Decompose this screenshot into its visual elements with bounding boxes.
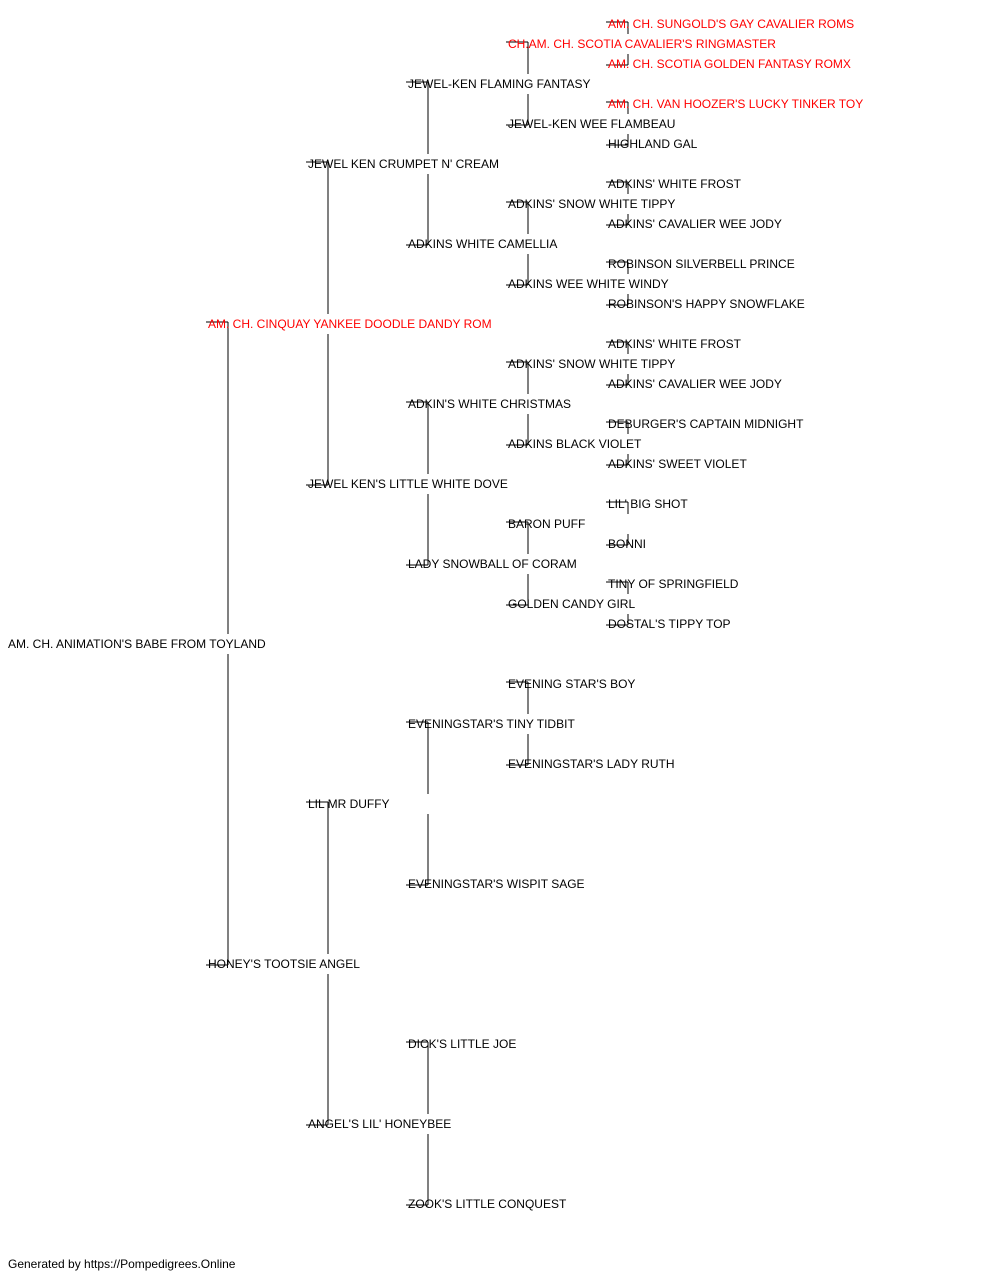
sire-sire: JEWEL KEN CRUMPET N' CREAM [308, 157, 499, 171]
dam-dam-dam: ZOOK'S LITTLE CONQUEST [408, 1197, 567, 1211]
dam: HONEY'S TOOTSIE ANGEL [208, 957, 360, 971]
sire-sire-dam-dam-sire: ROBINSON SILVERBELL PRINCE [608, 257, 795, 271]
sire-sire-dam-sire: ADKINS' SNOW WHITE TIPPY [508, 197, 676, 211]
sire-dam-sire-dam-sire: DEBURGER'S CAPTAIN MIDNIGHT [608, 417, 804, 431]
sire-dam-dam: LADY SNOWBALL OF CORAM [408, 557, 577, 571]
sire: AM. CH. CINQUAY YANKEE DOODLE DANDY ROM [208, 317, 492, 331]
dam-dam: ANGEL'S LIL' HONEYBEE [308, 1117, 452, 1131]
sire-dam-dam-sire-dam: BONNI [608, 537, 647, 551]
dam-sire-sire-sire: EVENING STAR'S BOY [508, 677, 636, 691]
sire-sire-dam-dam-dam: ROBINSON'S HAPPY SNOWFLAKE [608, 297, 805, 311]
sire-dam-sire-sire: ADKINS' SNOW WHITE TIPPY [508, 357, 676, 371]
sire-sire-dam: ADKINS WHITE CAMELLIA [408, 237, 558, 251]
sire-dam-dam-sire: BARON PUFF [508, 517, 586, 531]
dam-sire-dam: EVENINGSTAR'S WISPIT SAGE [408, 877, 585, 891]
sire-sire-dam-sire-dam: ADKINS' CAVALIER WEE JODY [608, 217, 782, 231]
sire-sire-sire-sire-sire: AM. CH. SUNGOLD'S GAY CAVALIER ROMS [608, 17, 855, 31]
sire-dam-dam-dam-dam: DOSTAL'S TIPPY TOP [608, 617, 731, 631]
dam-dam-sire: DICK'S LITTLE JOE [408, 1037, 517, 1051]
sire-dam: JEWEL KEN'S LITTLE WHITE DOVE [308, 477, 508, 491]
sire-dam-sire-dam: ADKINS BLACK VIOLET [508, 437, 642, 451]
subject-dog-name: AM. CH. ANIMATION'S BABE FROM TOYLAND [8, 637, 266, 651]
dam-sire-sire-dam: EVENINGSTAR'S LADY RUTH [508, 757, 675, 771]
sire-sire-sire-dam-dam: HIGHLAND GAL [608, 137, 698, 151]
sire-dam-sire-dam-dam: ADKINS' SWEET VIOLET [608, 457, 747, 471]
dam-sire-sire: EVENINGSTAR'S TINY TIDBIT [408, 717, 575, 731]
sire-dam-dam-sire-sire: LIL' BIG SHOT [608, 497, 688, 511]
sire-sire-sire-sire: CH.AM. CH. SCOTIA CAVALIER'S RINGMASTER [508, 37, 776, 51]
sire-dam-sire: ADKIN'S WHITE CHRISTMAS [408, 397, 571, 411]
sire-sire-sire-dam-sire: AM. CH. VAN HOOZER'S LUCKY TINKER TOY [608, 97, 864, 111]
sire-sire-sire: JEWEL-KEN FLAMING FANTASY [408, 77, 591, 91]
sire-sire-sire-sire-dam: AM. CH. SCOTIA GOLDEN FANTASY ROMX [608, 57, 851, 71]
sire-dam-dam-dam-sire: TINY OF SPRINGFIELD [608, 577, 739, 591]
sire-dam-dam-dam: GOLDEN CANDY GIRL [508, 597, 636, 611]
sire-sire-sire-dam: JEWEL-KEN WEE FLAMBEAU [508, 117, 676, 131]
sire-dam-sire-sire-dam: ADKINS' CAVALIER WEE JODY [608, 377, 782, 391]
generated-by-footer: Generated by https://Pompedigrees.Online [8, 1257, 236, 1271]
sire-sire-dam-dam: ADKINS WEE WHITE WINDY [508, 277, 669, 291]
sire-dam-sire-sire-sire: ADKINS' WHITE FROST [608, 337, 741, 351]
dam-sire: LIL MR DUFFY [308, 797, 390, 811]
sire-sire-dam-sire-sire: ADKINS' WHITE FROST [608, 177, 741, 191]
